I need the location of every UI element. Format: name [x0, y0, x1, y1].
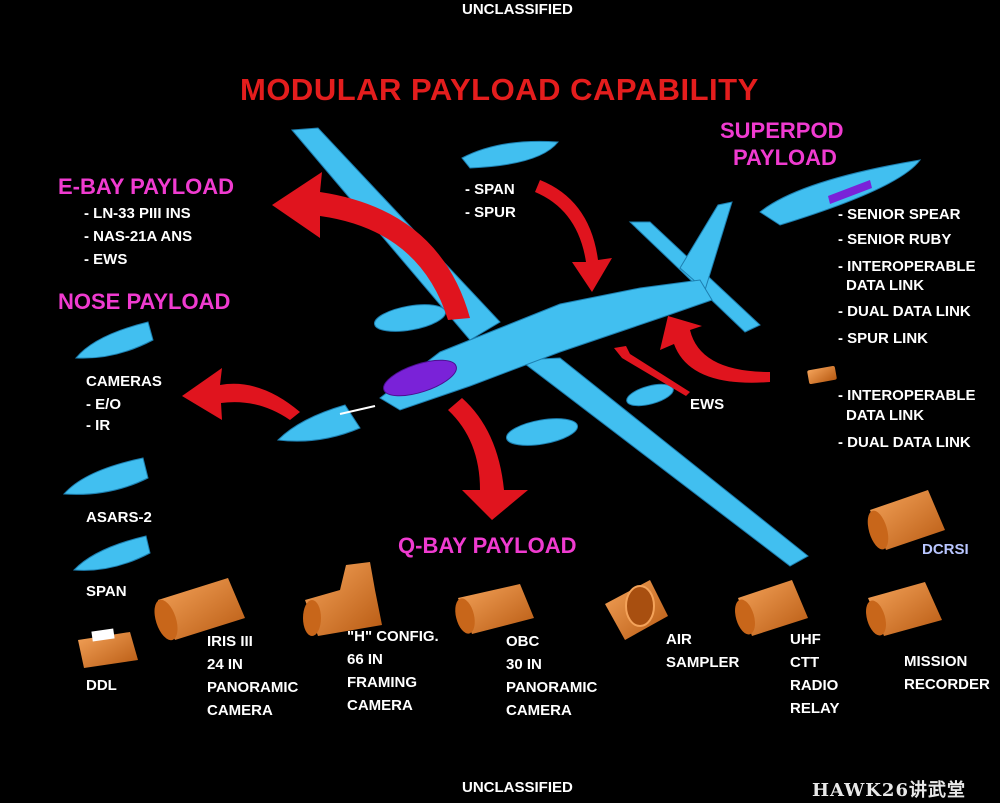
- ebay-item: - EWS: [84, 251, 128, 268]
- arrow-ebay: [272, 172, 470, 320]
- superpod-item: - SENIOR RUBY: [838, 231, 952, 248]
- iris-camera-unit: [154, 578, 245, 641]
- top-pod: [461, 140, 559, 169]
- superpod-stripe: [828, 180, 872, 204]
- obc-camera-unit: [455, 584, 534, 634]
- superpod-item: - SENIOR SPEAR: [838, 206, 961, 223]
- nose-camera-pod: [74, 321, 154, 359]
- superpod-item: - DUAL DATA LINK: [838, 303, 971, 320]
- nose-heading: NOSE PAYLOAD: [58, 289, 231, 314]
- page-title: MODULAR PAYLOAD CAPABILITY: [240, 72, 759, 107]
- payload-arrows: [182, 172, 770, 520]
- qbay-heading: Q-BAY PAYLOAD: [398, 533, 577, 558]
- dcrsi-unit: [867, 490, 945, 550]
- ddl-label: DDL: [86, 677, 117, 694]
- classification-top: UNCLASSIFIED: [462, 1, 573, 18]
- ebay-heading: E-BAY PAYLOAD: [58, 174, 235, 199]
- uhf-relay-unit: [735, 580, 808, 636]
- tail-item: DATA LINK: [846, 407, 925, 424]
- tail-datalink-box: [807, 365, 837, 385]
- wing-pod-upper: [373, 304, 447, 332]
- ebay-item: - NAS-21A ANS: [84, 228, 193, 245]
- superpod-item: DATA LINK: [846, 277, 925, 294]
- top-pod-item: - SPAN: [465, 181, 515, 198]
- span-nose-label: SPAN: [86, 583, 127, 600]
- ddl-unit: [78, 628, 138, 668]
- top-pod-item: - SPUR: [465, 204, 516, 221]
- ebay-item: - LN-33 PIII INS: [84, 205, 191, 222]
- arrow-qbay: [448, 398, 528, 520]
- arrow-nose: [182, 368, 300, 420]
- superpod-item: - SPUR LINK: [838, 330, 928, 347]
- superpod-item: - INTEROPERABLE: [838, 258, 976, 275]
- mission-recorder-unit: [866, 582, 942, 636]
- detached-nose: [276, 404, 361, 442]
- classification-bottom: UNCLASSIFIED: [462, 779, 573, 796]
- qbay-equipment: [78, 490, 945, 668]
- superpod-heading-line2: PAYLOAD: [733, 145, 837, 170]
- arrow-superpod: [660, 316, 770, 383]
- span-nose-pod: [72, 535, 151, 571]
- air-sampler-unit: [605, 580, 668, 640]
- dcrsi-label: DCRSI: [922, 541, 969, 558]
- hconfig-camera-unit: [303, 562, 382, 636]
- nose-cameras-label: CAMERAS: [86, 373, 162, 390]
- wing-pod-lower: [505, 418, 579, 446]
- fuselage: [379, 279, 713, 411]
- asars-pod: [62, 457, 149, 495]
- nose-camera-item: - E/O: [86, 396, 122, 413]
- arrow-top-pod: [535, 180, 612, 292]
- right-wing: [518, 357, 809, 567]
- nose-camera-item: - IR: [86, 417, 111, 434]
- tail-item: - INTEROPERABLE: [838, 387, 976, 404]
- arrow-ews: [614, 346, 690, 396]
- cockpit-canopy: [383, 359, 457, 397]
- wing-pod-right: [626, 383, 674, 407]
- ews-label: EWS: [690, 396, 725, 413]
- superpod-heading-line1: SUPERPOD: [720, 118, 844, 143]
- asars-label: ASARS-2: [86, 509, 152, 526]
- tail-item: - DUAL DATA LINK: [838, 434, 971, 451]
- watermark: HAWK26讲武堂: [812, 780, 966, 801]
